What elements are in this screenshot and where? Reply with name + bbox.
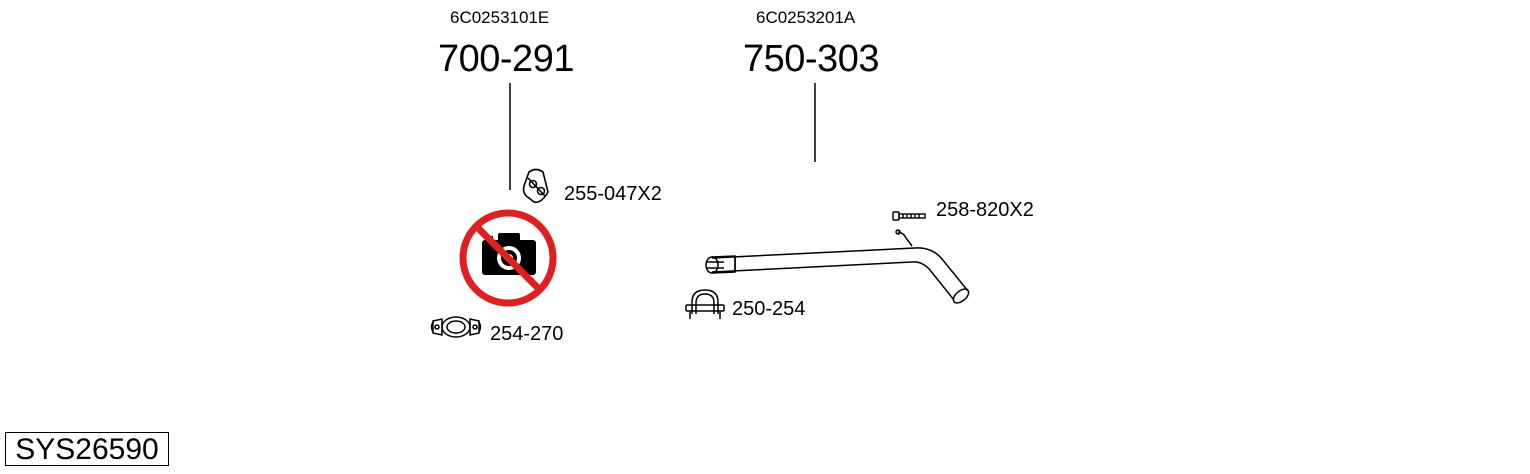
bolt-icon — [892, 211, 926, 221]
part-number[interactable]: 700-291 — [438, 38, 574, 80]
accessory-label[interactable]: 255-047X2 — [564, 183, 662, 205]
exhaust-pipe-drawing — [705, 229, 970, 304]
part-number[interactable]: 750-303 — [743, 38, 879, 80]
u-clamp-icon — [685, 289, 725, 319]
rubber-hanger-icon — [522, 168, 549, 204]
accessory-label[interactable]: 258-820X2 — [936, 199, 1034, 221]
part-oem-number: 6C0253201A — [756, 8, 856, 27]
part-oem-number: 6C0253101E — [450, 8, 550, 27]
accessory-label[interactable]: 250-254 — [732, 298, 806, 320]
system-code-box: SYS26590 — [5, 432, 169, 466]
accessory-label[interactable]: 254-270 — [490, 323, 564, 345]
no-image-icon — [459, 209, 557, 307]
flange-clamp-icon — [430, 316, 482, 338]
